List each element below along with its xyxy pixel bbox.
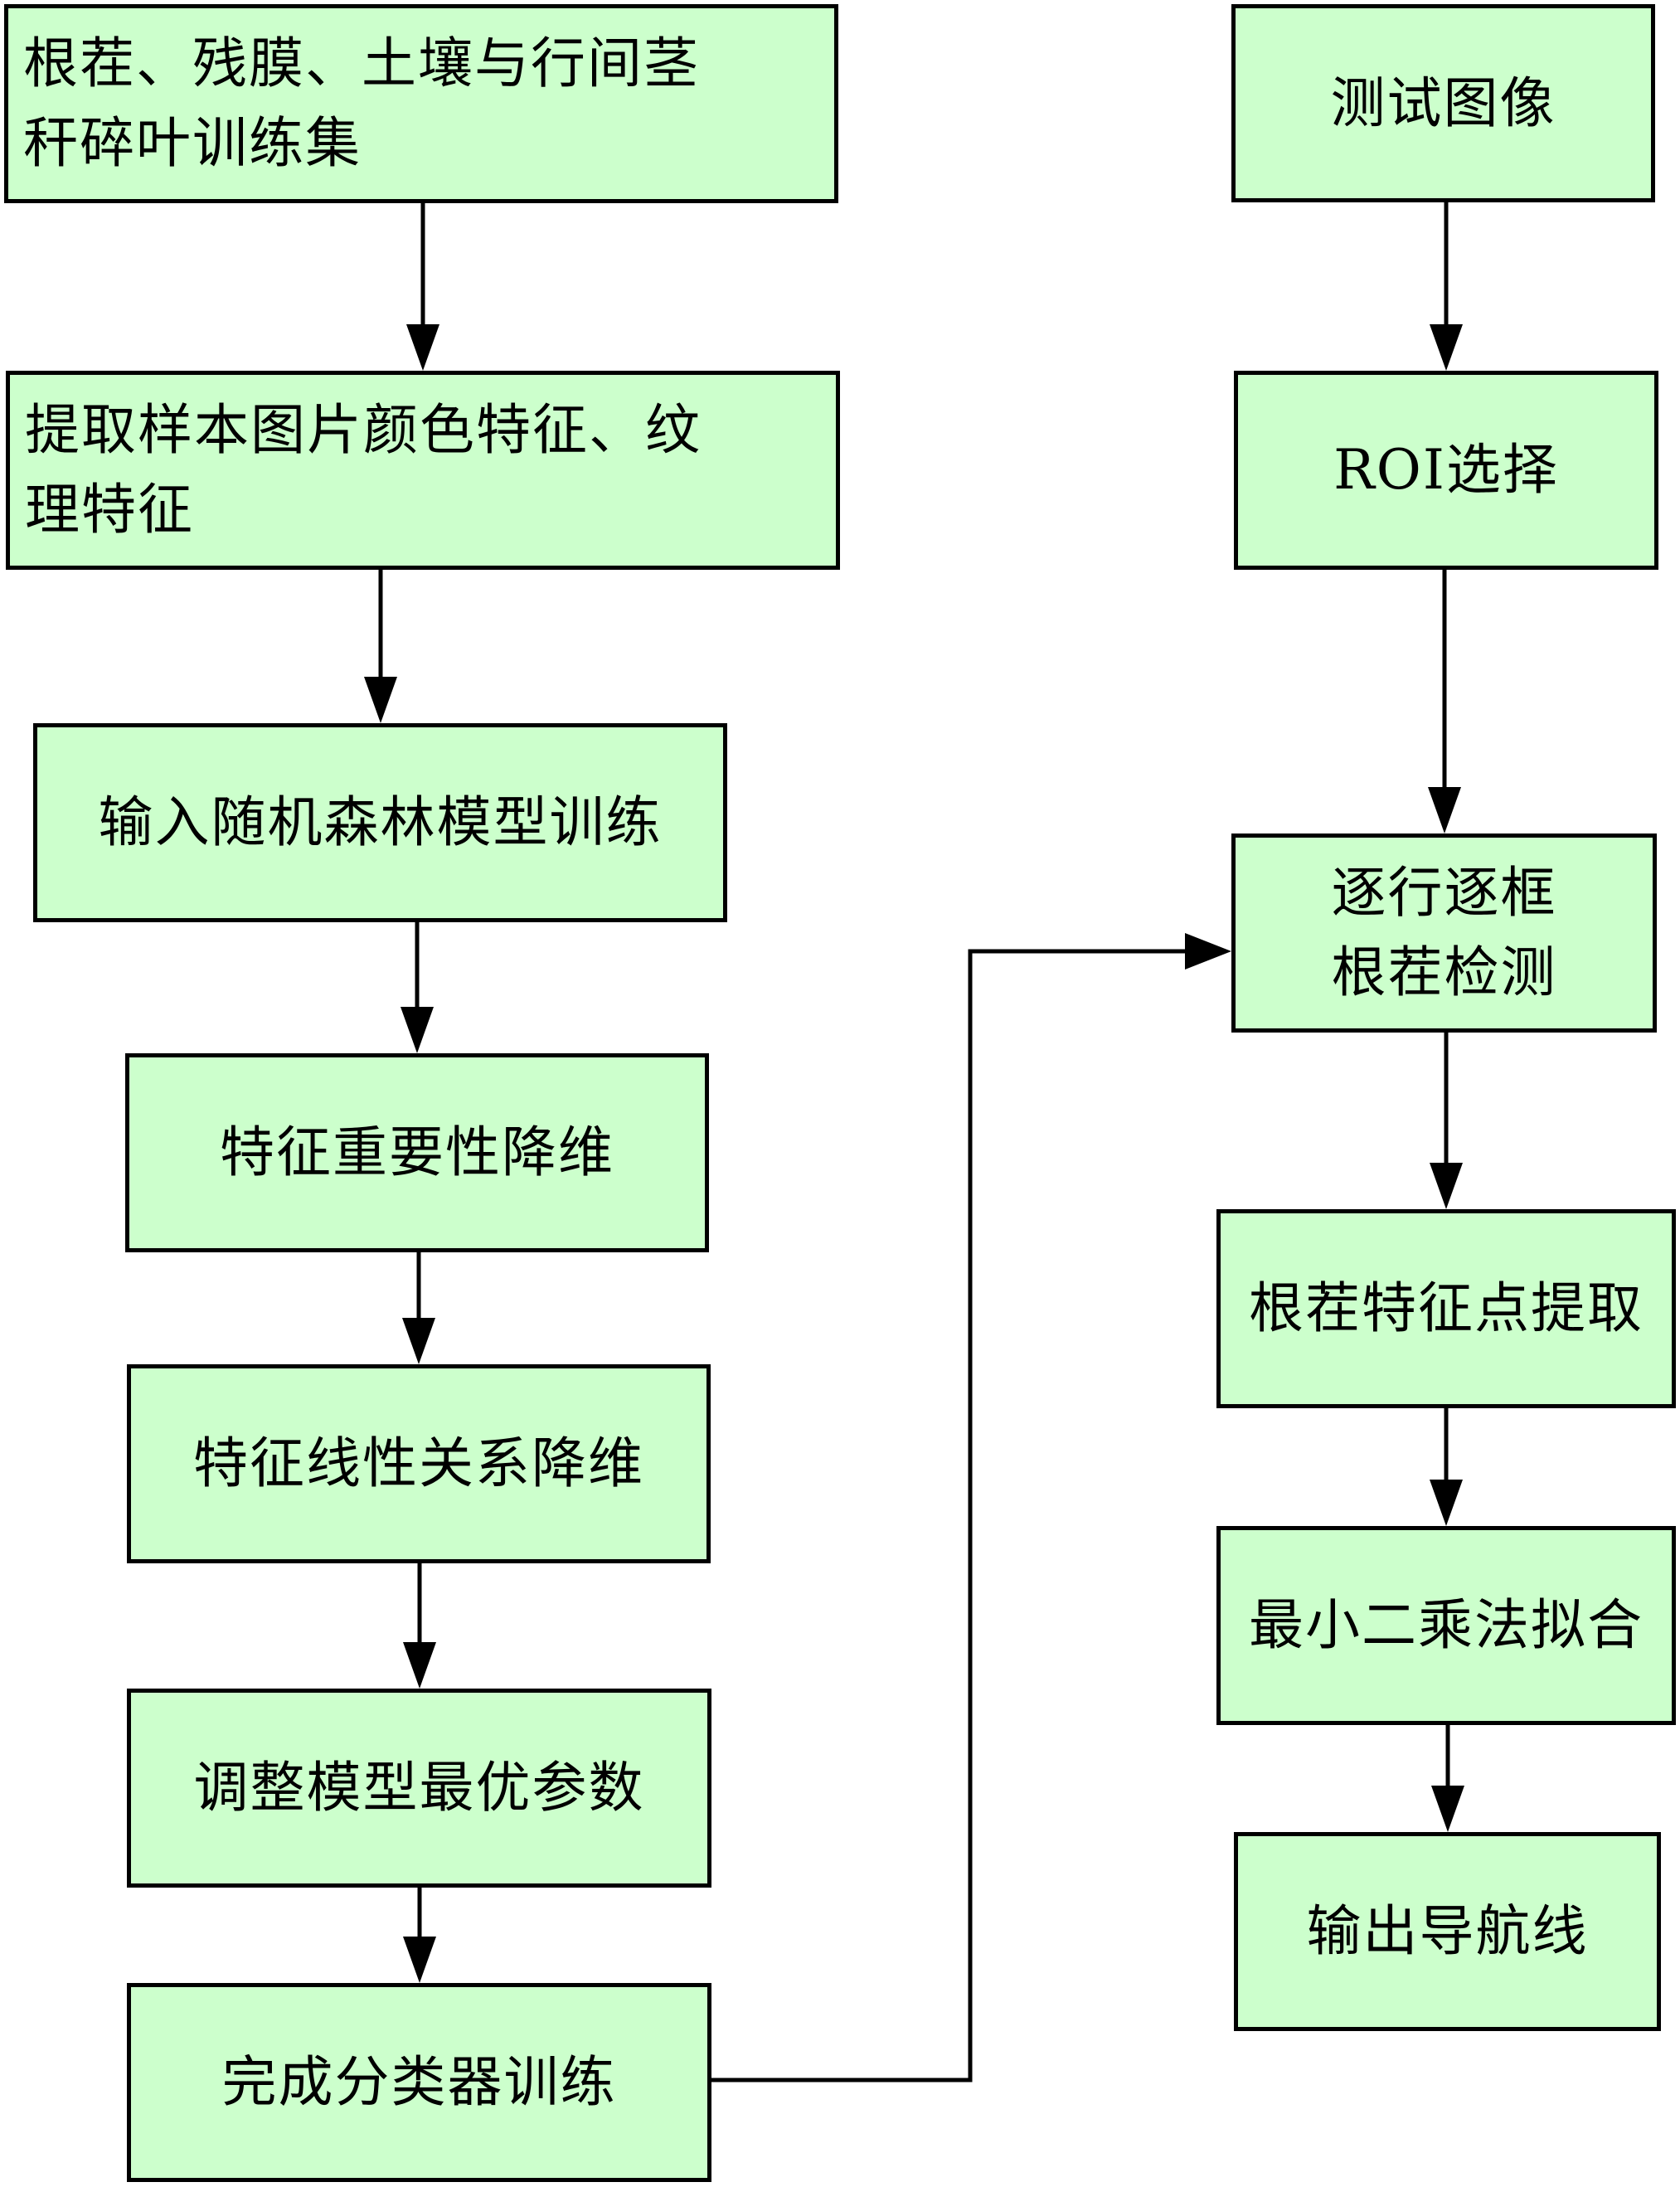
node-output-navigation-line: 输出导航线 xyxy=(1234,1832,1661,2031)
node-training-set: 根茬、残膜、土壤与行间茎 秆碎叶训练集 xyxy=(4,4,838,203)
node-label: 特征重要性降维 xyxy=(220,1120,614,1184)
node-label: 根茬、残膜、土壤与行间茎 秆碎叶训练集 xyxy=(23,32,700,175)
arrowhead xyxy=(1428,787,1461,833)
node-linear-reduction: 特征线性关系降维 xyxy=(127,1364,711,1563)
arrowhead xyxy=(401,1007,434,1053)
connector-L7-R3 xyxy=(711,949,1190,2083)
arrowhead xyxy=(403,1937,436,1983)
node-random-forest-training: 输入随机森林模型训练 xyxy=(33,723,727,922)
node-stubble-detection: 逐行逐框 根茬检测 xyxy=(1231,833,1657,1033)
node-label: 逐行逐框 根茬检测 xyxy=(1331,861,1557,1004)
node-test-image: 测试图像 xyxy=(1231,4,1655,202)
arrowhead xyxy=(1185,933,1231,970)
node-label: 提取样本图片颜色特征、纹 理特征 xyxy=(25,398,702,542)
arrowhead xyxy=(403,1642,436,1689)
node-label: 特征线性关系降维 xyxy=(193,1431,644,1495)
node-label: 最小二乘法拟合 xyxy=(1249,1593,1644,1657)
arrowhead xyxy=(406,324,439,371)
node-feature-extraction: 提取样本图片颜色特征、纹 理特征 xyxy=(6,371,840,570)
node-label: 调整模型最优参数 xyxy=(193,1756,645,1820)
arrowhead xyxy=(1430,324,1463,371)
node-classifier-trained: 完成分类器训练 xyxy=(127,1983,711,2182)
node-tune-parameters: 调整模型最优参数 xyxy=(127,1689,711,1888)
node-label: 输出导航线 xyxy=(1306,1899,1589,1963)
node-least-squares-fit: 最小二乘法拟合 xyxy=(1216,1526,1676,1725)
node-feature-point-extraction: 根茬特征点提取 xyxy=(1216,1209,1676,1408)
arrowhead xyxy=(402,1318,435,1364)
arrowhead xyxy=(1431,1786,1464,1832)
node-label: 测试图像 xyxy=(1330,70,1556,135)
node-label: 根茬特征点提取 xyxy=(1249,1276,1644,1340)
node-label: ROI选择 xyxy=(1333,438,1559,502)
arrowhead xyxy=(364,677,397,723)
arrowhead xyxy=(1430,1163,1463,1209)
arrowhead xyxy=(1430,1480,1463,1526)
node-importance-reduction: 特征重要性降维 xyxy=(125,1053,709,1252)
node-roi-selection: ROI选择 xyxy=(1234,371,1658,570)
node-label: 完成分类器训练 xyxy=(221,2050,617,2114)
node-label: 输入随机森林模型训练 xyxy=(98,790,663,854)
